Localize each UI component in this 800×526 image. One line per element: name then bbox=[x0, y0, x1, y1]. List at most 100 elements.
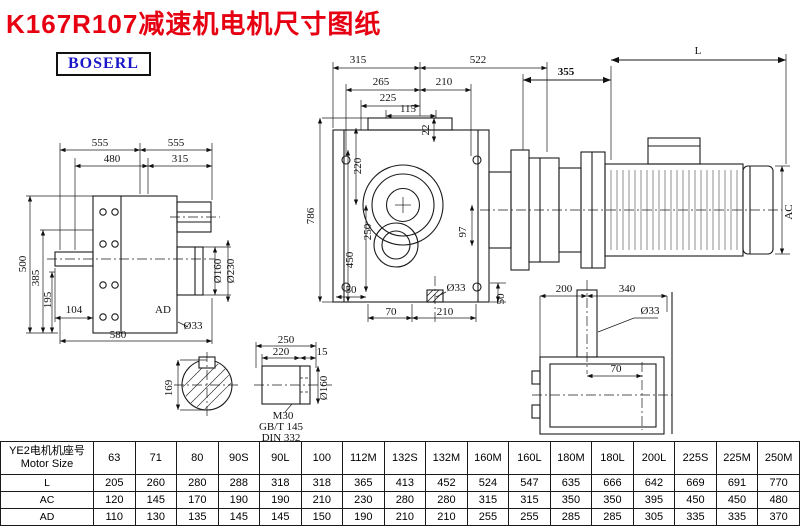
dim-label-200: 200 bbox=[556, 283, 573, 295]
dim-label-265: 265 bbox=[373, 76, 390, 88]
motor-size-col-header: 160L bbox=[508, 441, 551, 475]
dimension-value-cell: 315 bbox=[508, 491, 551, 509]
dimension-value-cell: 335 bbox=[715, 508, 759, 526]
dimension-value-cell: 350 bbox=[549, 491, 593, 509]
dimension-value-cell: 205 bbox=[93, 474, 136, 492]
dim-label-250-shaft: 250 bbox=[278, 334, 295, 346]
dim-label-220-shaft: 220 bbox=[273, 346, 290, 358]
dimension-value-cell: 120 bbox=[93, 491, 136, 509]
dim-label-d33-side: Ø33 bbox=[447, 282, 466, 294]
dim-label-d160-front: Ø160 bbox=[212, 258, 224, 283]
dim-label-580: 580 bbox=[110, 329, 127, 341]
dimension-value-cell: 413 bbox=[383, 474, 427, 492]
motor-fins bbox=[610, 170, 738, 250]
dim-label-169: 169 bbox=[163, 379, 175, 396]
dim-label-50-right: 50 bbox=[495, 293, 507, 305]
dimension-value-cell: 280 bbox=[176, 474, 219, 492]
brand-logo: BOSERL bbox=[56, 52, 151, 76]
dimension-value-cell: 318 bbox=[300, 474, 344, 492]
dimension-value-cell: 285 bbox=[591, 508, 634, 526]
motor-size-col-header: 80 bbox=[176, 441, 219, 475]
motor-size-col-header: 90S bbox=[217, 441, 261, 475]
dim-label-15: 15 bbox=[317, 346, 329, 358]
dimension-value-cell: 669 bbox=[674, 474, 717, 492]
motor-size-col-header: 250M bbox=[757, 441, 800, 475]
dimension-value-cell: 145 bbox=[259, 508, 302, 526]
motor-dimensions bbox=[522, 54, 790, 255]
dimension-value-cell: 315 bbox=[466, 491, 510, 509]
dimension-value-cell: 190 bbox=[217, 491, 261, 509]
dimension-value-cell: 635 bbox=[549, 474, 593, 492]
motor-size-col-header: 180M bbox=[549, 441, 593, 475]
dimension-value-cell: 210 bbox=[425, 508, 468, 526]
motor-size-col-header: 160M bbox=[466, 441, 510, 475]
dimension-value-cell: 130 bbox=[134, 508, 178, 526]
dimension-value-cell: 288 bbox=[217, 474, 261, 492]
dim-label-115: 115 bbox=[400, 103, 417, 115]
dim-label-50-bottom-left: 50 bbox=[346, 284, 358, 296]
dimension-value-cell: 255 bbox=[508, 508, 551, 526]
dimension-value-cell: 350 bbox=[591, 491, 634, 509]
dimension-value-cell: 170 bbox=[176, 491, 219, 509]
shaft-detail-dimensions bbox=[175, 342, 321, 413]
dim-label-70-side: 70 bbox=[386, 306, 398, 318]
motor-size-col-header: 132M bbox=[425, 441, 468, 475]
motor-size-col-header: 112M bbox=[342, 441, 385, 475]
dimension-value-cell: 190 bbox=[342, 508, 385, 526]
dimension-value-cell: 691 bbox=[715, 474, 759, 492]
side-view-dimensions bbox=[317, 62, 548, 322]
dimension-value-cell: 395 bbox=[632, 491, 676, 509]
row-label: AD bbox=[0, 508, 94, 526]
dimension-value-cell: 547 bbox=[508, 474, 551, 492]
dim-label-210-top: 210 bbox=[436, 76, 453, 88]
motor-size-col-header: 200L bbox=[632, 441, 676, 475]
note-gbt145: GB/T 145 bbox=[259, 421, 304, 433]
flange-detail-dimensions bbox=[539, 293, 668, 379]
dim-label-522: 522 bbox=[470, 54, 487, 66]
terminal-box bbox=[647, 137, 701, 165]
technical-drawing: 555 555 480 315 500 385 195 104 AD 580 Ø… bbox=[17, 45, 795, 444]
page-title: K167R107减速机电机尺寸图纸 bbox=[6, 9, 382, 39]
dimension-value-cell: 150 bbox=[300, 508, 344, 526]
motor-size-col-header: 180L bbox=[591, 441, 634, 475]
dim-label-22: 22 bbox=[420, 125, 432, 136]
dimension-value-cell: 370 bbox=[757, 508, 800, 526]
dim-label-385: 385 bbox=[30, 269, 42, 286]
fan-cowl bbox=[742, 165, 774, 255]
motor-size-col-header: 90L bbox=[259, 441, 302, 475]
dim-label-ad: AD bbox=[155, 304, 171, 316]
dim-label-786: 786 bbox=[305, 207, 317, 224]
dimension-value-cell: 642 bbox=[632, 474, 676, 492]
dim-label-d230-front: Ø230 bbox=[225, 258, 237, 283]
dimension-value-cell: 480 bbox=[757, 491, 800, 509]
dimension-value-cell: 450 bbox=[715, 491, 759, 509]
dim-label-104: 104 bbox=[66, 304, 83, 316]
dimension-value-cell: 280 bbox=[425, 491, 468, 509]
dim-label-315-side: 315 bbox=[350, 54, 367, 66]
dim-label-210-bottom: 210 bbox=[437, 306, 454, 318]
dim-label-97: 97 bbox=[457, 226, 469, 238]
dim-label-225: 225 bbox=[380, 92, 397, 104]
dim-label-355: 355 bbox=[558, 66, 575, 78]
note-m30: M30 bbox=[273, 410, 294, 422]
dim-label-555-b: 555 bbox=[168, 137, 185, 149]
dim-label-340: 340 bbox=[619, 283, 636, 295]
dimension-value-cell: 335 bbox=[674, 508, 717, 526]
dimension-value-cell: 190 bbox=[259, 491, 302, 509]
dimension-value-cell: 318 bbox=[259, 474, 302, 492]
dimension-value-cell: 255 bbox=[466, 508, 510, 526]
dimension-value-cell: 305 bbox=[632, 508, 676, 526]
dim-label-250-side: 250 bbox=[362, 223, 374, 240]
dim-label-450: 450 bbox=[344, 251, 356, 268]
output-flange-detail bbox=[531, 280, 673, 435]
dimension-value-cell: 110 bbox=[93, 508, 136, 526]
dim-label-70-flange: 70 bbox=[611, 363, 623, 375]
dimension-value-cell: 210 bbox=[300, 491, 344, 509]
dim-label-AC: AC bbox=[783, 204, 795, 219]
dim-label-d33-front: Ø33 bbox=[184, 320, 203, 332]
